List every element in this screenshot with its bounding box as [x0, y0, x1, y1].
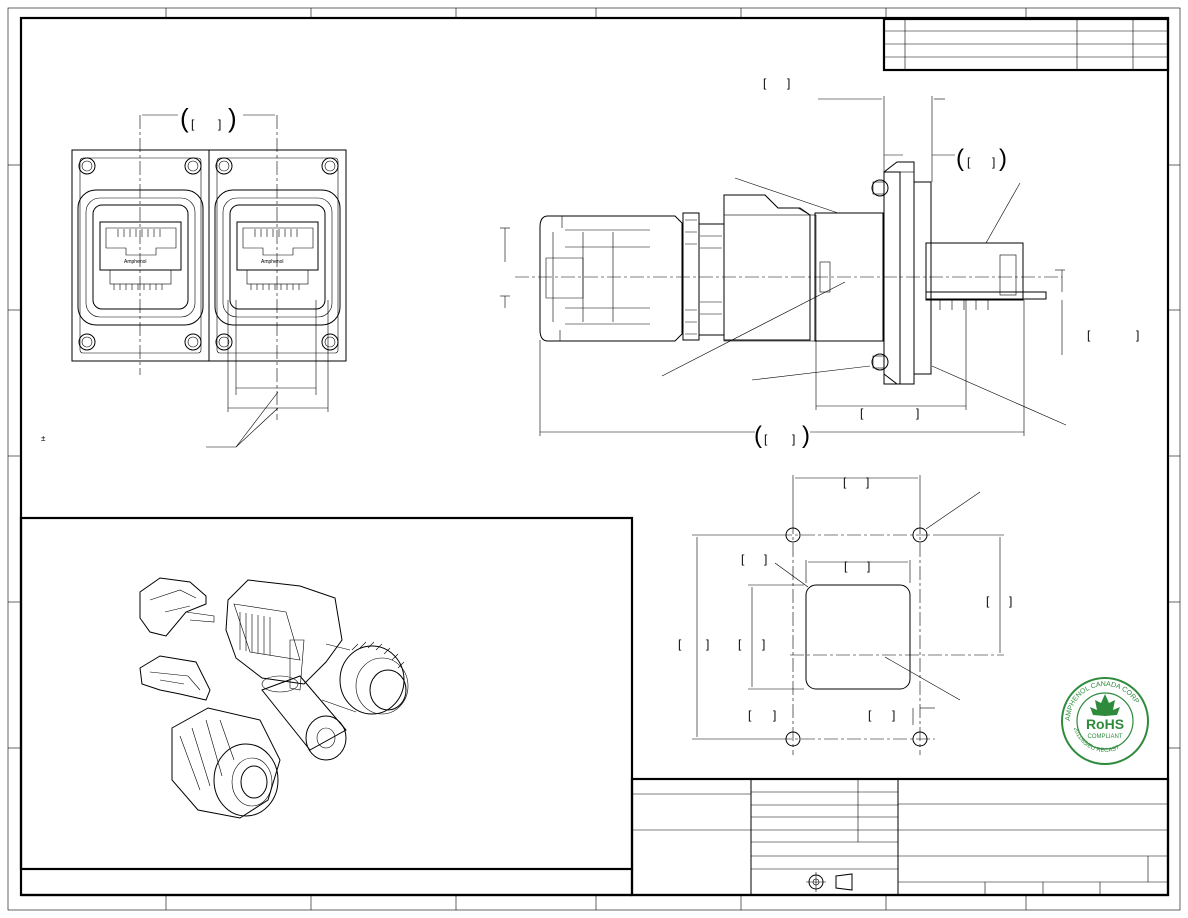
svg-text:[: [	[738, 637, 742, 651]
svg-text:): )	[802, 422, 810, 449]
iso-connector-body	[225, 579, 409, 715]
front-pitch-dimension: ( [ ] )	[142, 103, 275, 133]
svg-text:]: ]	[706, 637, 709, 651]
svg-text:[: [	[1087, 328, 1091, 342]
svg-text:[: [	[741, 552, 745, 566]
front-jack-left: Amphenol	[77, 157, 204, 354]
svg-text:(: (	[956, 145, 964, 172]
svg-text:[: [	[678, 637, 682, 651]
panel-flange	[871, 161, 932, 385]
svg-text:]: ]	[792, 432, 795, 446]
svg-text:[: [	[763, 76, 767, 90]
revision-block	[882, 17, 1170, 72]
svg-text:]: ]	[866, 475, 869, 489]
tolerance-mark: ±	[41, 434, 46, 443]
rohs-main-text: RoHS	[1086, 716, 1124, 732]
svg-text:): )	[999, 145, 1007, 172]
connector-body	[723, 194, 884, 342]
rohs-sub-text: COMPLIANT	[1087, 734, 1122, 740]
side-view: [ ] ( [ ] ) [ ] [ ] ( [ ] )	[500, 76, 1139, 449]
rohs-badge: AMPHENOL CANADA CORP RoHS COMPLIANT 2011…	[1061, 677, 1149, 765]
svg-text:[: [	[967, 155, 971, 169]
iso-gland	[171, 707, 281, 819]
svg-text:]: ]	[1136, 328, 1139, 342]
svg-text:]: ]	[992, 155, 995, 169]
svg-text:]: ]	[787, 76, 790, 90]
svg-text:]: ]	[764, 552, 767, 566]
isometric-view-panel	[19, 516, 634, 897]
svg-text:]: ]	[762, 637, 765, 651]
svg-text:]: ]	[867, 559, 870, 573]
svg-text:[: [	[843, 475, 847, 489]
front-view: Amphenol Amphenol ( [ ]	[41, 103, 347, 448]
front-jack-logo-left: Amphenol	[124, 259, 147, 265]
projection-symbol	[806, 872, 853, 892]
maple-leaf-icon	[1090, 694, 1120, 716]
svg-text:[: [	[868, 708, 872, 722]
title-block	[630, 777, 1170, 897]
panel-cutout-view: [ ] [ ] [ ] [ ] [ ] [ ] [ ] [ ]	[678, 475, 1012, 755]
svg-text:[: [	[986, 594, 990, 608]
svg-text:[: [	[191, 117, 195, 131]
sheet-border	[7, 7, 1181, 911]
svg-text:]: ]	[1009, 594, 1012, 608]
front-jack-logo-right: Amphenol	[261, 259, 284, 265]
svg-text:[: [	[860, 406, 864, 420]
cable-gland	[539, 215, 683, 342]
front-jack-right: Amphenol	[214, 157, 341, 354]
pcb-jack	[925, 242, 1047, 310]
svg-text:): )	[228, 103, 237, 133]
svg-text:]: ]	[773, 708, 776, 722]
iso-latch-parts	[139, 577, 215, 701]
svg-text:[: [	[844, 559, 848, 573]
coupling-nut	[682, 212, 725, 341]
svg-text:[: [	[764, 432, 768, 446]
svg-text:]: ]	[218, 117, 221, 131]
svg-text:]: ]	[892, 708, 895, 722]
svg-text:[: [	[748, 708, 752, 722]
svg-text:(: (	[754, 422, 762, 449]
iso-sleeve	[261, 675, 347, 761]
svg-text:(: (	[180, 103, 189, 133]
svg-text:]: ]	[916, 406, 919, 420]
